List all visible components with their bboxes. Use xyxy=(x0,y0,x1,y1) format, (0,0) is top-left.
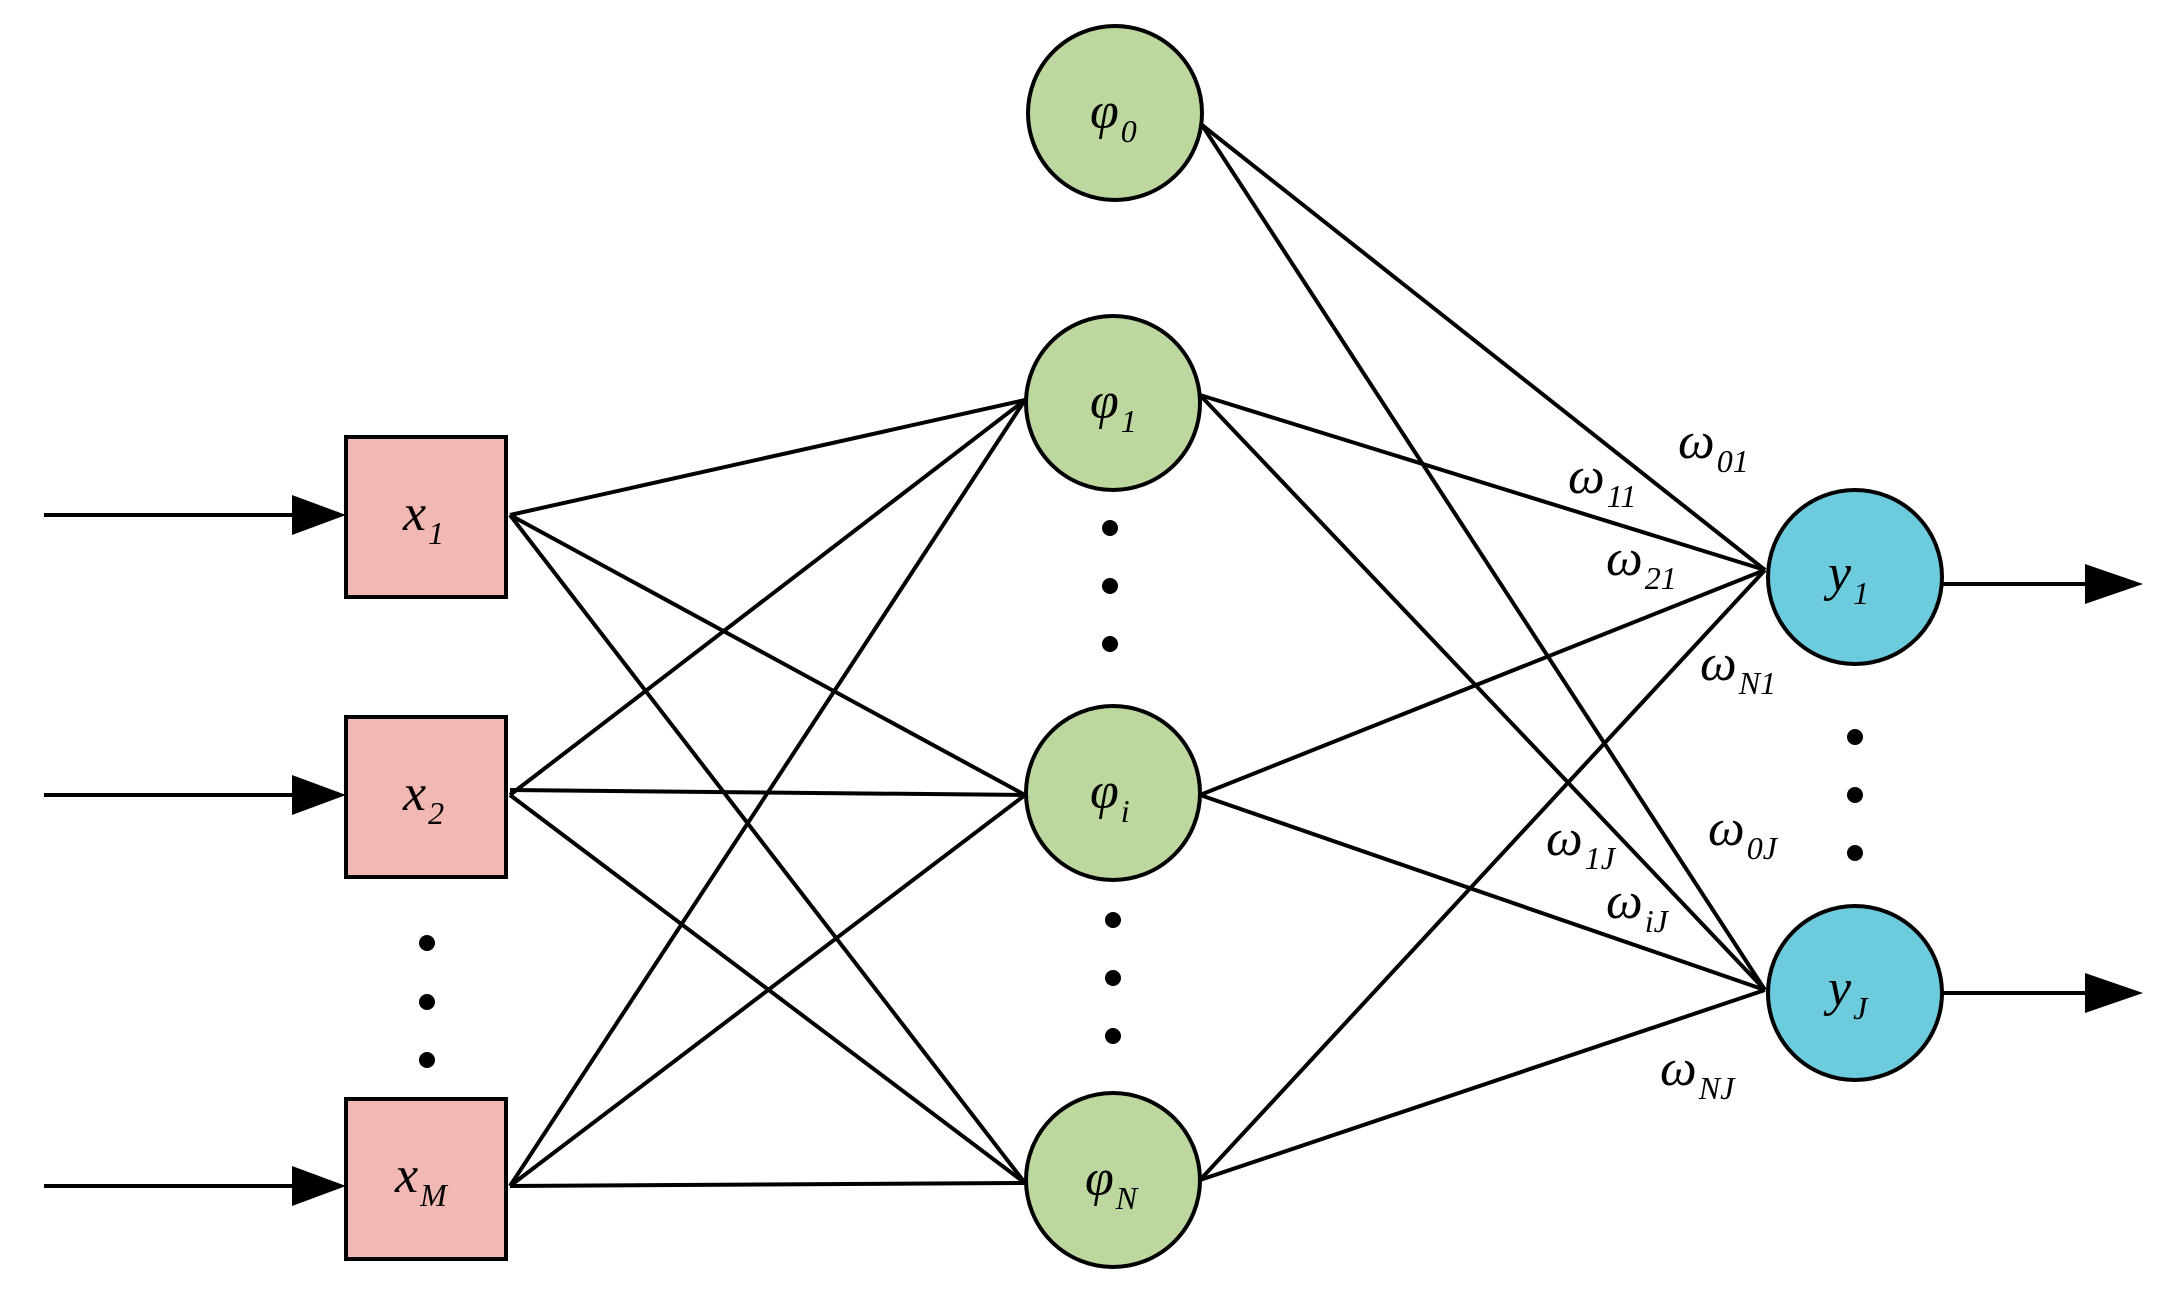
ellipsis-dot-input-3 xyxy=(419,1052,435,1068)
arrowhead-y1 xyxy=(2085,564,2143,604)
input-label-xM: xM xyxy=(394,1147,449,1213)
weight-label-w01: ω01 xyxy=(1678,413,1749,479)
edge-xM-hN xyxy=(509,1181,1026,1188)
hidden-node-phi-i xyxy=(1024,704,1202,882)
edge-h1-y1 xyxy=(1199,393,1766,572)
arrowhead-yJ xyxy=(2085,973,2143,1013)
weight-label-wiJ: ωiJ xyxy=(1606,873,1670,939)
output-arrows xyxy=(1943,564,2143,1013)
input-node-xM xyxy=(344,1097,508,1261)
edge-x1-hN xyxy=(508,513,1027,1185)
output-node-yJ xyxy=(1766,904,1944,1082)
edge-xM-hi xyxy=(508,793,1027,1188)
output-label-y1: y1 xyxy=(1823,545,1869,611)
output-node-y1 xyxy=(1766,488,1944,666)
arrowhead-x2 xyxy=(292,775,346,815)
hidden-node-phi-1 xyxy=(1024,314,1202,492)
weight-label-w0J: ω0J xyxy=(1708,800,1779,866)
edge-h1-yJ xyxy=(1198,393,1767,992)
edge-hN-y1 xyxy=(1198,568,1767,1182)
hidden-label-phi-N: φN xyxy=(1085,1150,1139,1216)
output-label-yJ: yJ xyxy=(1823,960,1869,1026)
ellipsis-dot-hidden-lower-1 xyxy=(1105,912,1121,928)
input-node-x1 xyxy=(344,435,508,599)
input-node-x2 xyxy=(344,715,508,879)
ellipsis-dot-output-3 xyxy=(1847,845,1863,861)
edge-h0-y1 xyxy=(1200,123,1767,572)
ellipsis-dots xyxy=(419,520,1863,1068)
hidden-label-phi-0: φ0 xyxy=(1090,83,1137,149)
edge-x2-h1 xyxy=(508,398,1027,797)
weight-label-w21: ω21 xyxy=(1606,530,1677,596)
hidden-label-phi-i: φi xyxy=(1090,763,1130,829)
weight-labels: ω01 ω11 ω21 ωN1 ω1J ω0J ωiJ ωNJ xyxy=(1546,413,1779,1106)
input-arrows xyxy=(44,495,346,1206)
input-label-x2: x2 xyxy=(402,765,444,831)
ellipsis-dot-output-2 xyxy=(1847,787,1863,803)
arrowhead-x1 xyxy=(292,495,346,535)
hidden-layer: φ0 φ1 φi φN xyxy=(1024,24,1204,1269)
ellipsis-dot-output-1 xyxy=(1847,729,1863,745)
hidden-label-phi-1: φ1 xyxy=(1090,373,1137,439)
edge-x1-hi xyxy=(509,513,1026,797)
weight-label-wN1: ωN1 xyxy=(1700,635,1776,701)
weight-label-wNJ: ωNJ xyxy=(1660,1040,1736,1106)
hidden-node-phi-N xyxy=(1024,1091,1202,1269)
weight-label-w1J: ω1J xyxy=(1546,810,1617,876)
hidden-node-phi-0 xyxy=(1026,24,1204,202)
ellipsis-dot-input-1 xyxy=(419,935,435,951)
edge-hi-y1 xyxy=(1199,568,1766,797)
ellipsis-dot-hidden-lower-2 xyxy=(1105,970,1121,986)
edge-x1-h1 xyxy=(509,398,1026,517)
input-layer: x1 x2 xM xyxy=(344,435,508,1261)
edge-hN-yJ xyxy=(1199,988,1766,1182)
ellipsis-dot-hidden-upper-2 xyxy=(1102,578,1118,594)
edge-h0-yJ xyxy=(1200,123,1767,992)
output-layer: y1 yJ xyxy=(1766,488,1944,1082)
input-label-x1: x1 xyxy=(402,485,444,551)
ellipsis-dot-input-2 xyxy=(419,994,435,1010)
input-hidden-connections xyxy=(508,398,1027,1188)
edge-hi-yJ xyxy=(1199,793,1766,992)
arrowhead-xM xyxy=(292,1166,346,1206)
ellipsis-dot-hidden-upper-3 xyxy=(1102,636,1118,652)
weight-label-w11: ω11 xyxy=(1568,448,1636,514)
ellipsis-dot-hidden-lower-3 xyxy=(1105,1028,1121,1044)
ellipsis-dot-hidden-upper-1 xyxy=(1102,520,1118,536)
edge-xM-h1 xyxy=(508,398,1027,1188)
hidden-output-connections xyxy=(1198,123,1767,1182)
